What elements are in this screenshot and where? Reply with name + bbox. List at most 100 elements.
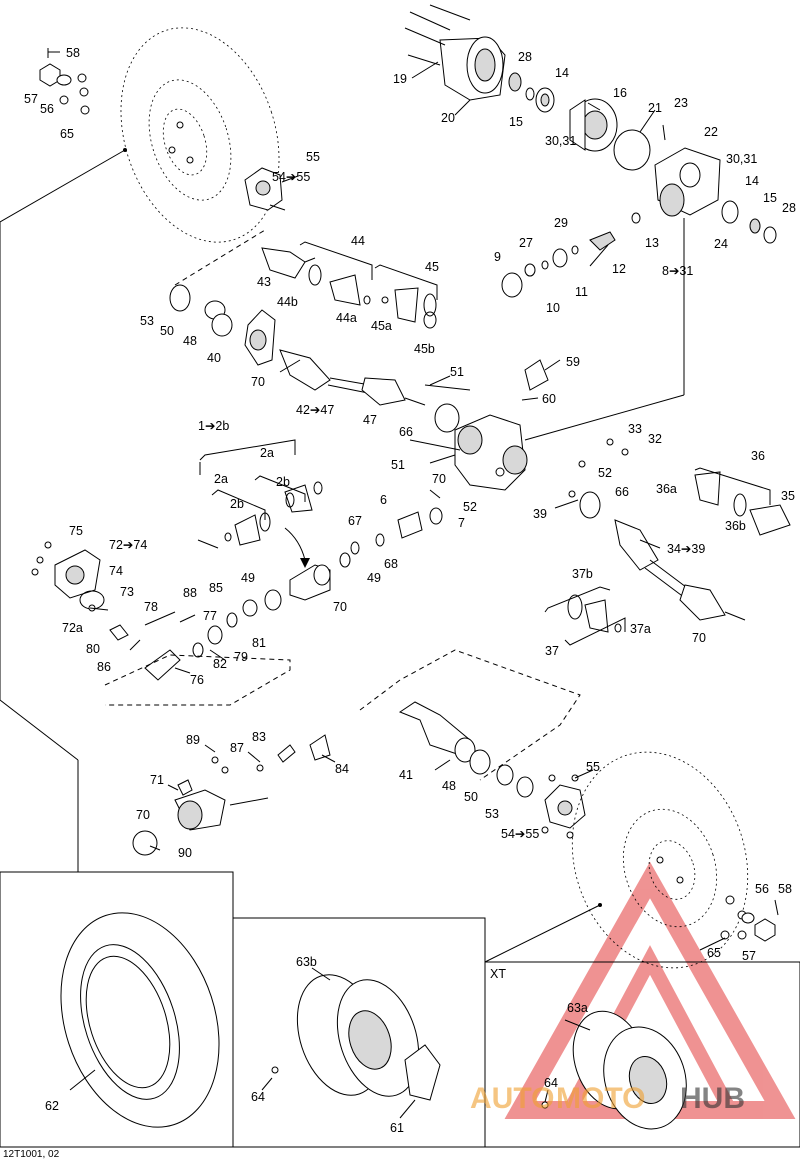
- callout-86: 86: [97, 660, 111, 674]
- rim-63b: [271, 974, 441, 1101]
- callout-30-31: 30,31: [726, 152, 757, 166]
- callout-13: 13: [645, 236, 659, 250]
- callout-72a: 72a: [62, 621, 83, 635]
- callout-14: 14: [555, 66, 569, 80]
- callout-47: 47: [363, 413, 377, 427]
- differential-housing-cover: [404, 4, 506, 101]
- callout-81: 81: [252, 636, 266, 650]
- callout-82: 82: [213, 657, 227, 671]
- callout-10: 10: [546, 301, 560, 315]
- callout-63a: 63a: [567, 1001, 588, 1015]
- callout-8-31: 8➔31: [662, 264, 693, 278]
- callout-54-55: 54➔55: [501, 827, 539, 841]
- callout-28: 28: [782, 201, 796, 215]
- callout-70: 70: [432, 472, 446, 486]
- callout-48: 48: [442, 779, 456, 793]
- callout-84: 84: [335, 762, 349, 776]
- callout-20: 20: [441, 111, 455, 125]
- callout-39: 39: [533, 507, 547, 521]
- callout-51: 51: [450, 365, 464, 379]
- callout-60: 60: [542, 392, 556, 406]
- callout-49: 49: [241, 571, 255, 585]
- callout-32: 32: [648, 432, 662, 446]
- callout-34-39: 34➔39: [667, 542, 705, 556]
- rear-boot-36: [694, 471, 791, 536]
- rear-boot-37: [567, 594, 622, 633]
- callout-66: 66: [615, 485, 629, 499]
- callout-14: 14: [745, 174, 759, 188]
- callout-50: 50: [160, 324, 174, 338]
- callout-30-31: 30,31: [545, 134, 576, 148]
- callout-88: 88: [183, 586, 197, 600]
- trailing-arm-41: [398, 701, 534, 798]
- callout-67: 67: [348, 514, 362, 528]
- callout-16: 16: [613, 86, 627, 100]
- callout-74: 74: [109, 564, 123, 578]
- callout-80: 80: [86, 642, 100, 656]
- callout-12: 12: [612, 262, 626, 276]
- drive-shaft-42: [279, 349, 426, 406]
- callout-7: 7: [458, 516, 465, 530]
- callout-76: 76: [190, 673, 204, 687]
- watermark-text: AUTO MOTO HUB: [470, 1082, 745, 1115]
- callout-52: 52: [463, 500, 477, 514]
- wheel-top-left: [120, 27, 280, 243]
- callout-45b: 45b: [414, 342, 435, 356]
- callout-37a: 37a: [630, 622, 651, 636]
- callout-42-47: 42➔47: [296, 403, 334, 417]
- callout-66: 66: [399, 425, 413, 439]
- callout-59: 59: [566, 355, 580, 369]
- callout-53: 53: [485, 807, 499, 821]
- callout-2b: 2b: [230, 497, 244, 511]
- callout-36: 36: [751, 449, 765, 463]
- callout-57: 57: [24, 92, 38, 106]
- callout-65: 65: [60, 127, 74, 141]
- callout-51: 51: [391, 458, 405, 472]
- callout-2b: 2b: [276, 475, 290, 489]
- callout-44a: 44a: [336, 311, 357, 325]
- callout-71: 71: [150, 773, 164, 787]
- inset-xt-box: [484, 961, 800, 1148]
- callout-43: 43: [257, 275, 271, 289]
- seal-66-rear: [579, 491, 601, 519]
- callout-45: 45: [425, 260, 439, 274]
- callout-65: 65: [707, 946, 721, 960]
- rear-axle-34: [614, 519, 746, 621]
- callout-56: 56: [40, 102, 54, 116]
- wheel-nut-hardware-left: [39, 48, 90, 115]
- callout-53: 53: [140, 314, 154, 328]
- callout-2a: 2a: [214, 472, 228, 486]
- callout-83: 83: [252, 730, 266, 744]
- callout-72-74: 72➔74: [109, 538, 147, 552]
- callout-64: 64: [251, 1090, 265, 1104]
- callout-64: 64: [544, 1076, 558, 1090]
- gear-cover-72: [31, 541, 105, 612]
- callout-52: 52: [598, 466, 612, 480]
- callout-44b: 44b: [277, 295, 298, 309]
- callout-78: 78: [144, 600, 158, 614]
- inset-label-xt: XT: [490, 967, 506, 981]
- callout-55: 55: [306, 150, 320, 164]
- pinion-gear-12: [501, 212, 641, 298]
- callout-35: 35: [781, 489, 795, 503]
- callout-70: 70: [251, 375, 265, 389]
- callout-61: 61: [390, 1121, 404, 1135]
- callout-75: 75: [69, 524, 83, 538]
- callout-85: 85: [209, 581, 223, 595]
- callout-89: 89: [186, 733, 200, 747]
- callout-1-2b: 1➔2b: [198, 419, 229, 433]
- callout-58: 58: [778, 882, 792, 896]
- callout-87: 87: [230, 741, 244, 755]
- o-ring-21: [613, 129, 651, 171]
- callout-22: 22: [704, 125, 718, 139]
- callout-62: 62: [45, 1099, 59, 1113]
- callout-56: 56: [755, 882, 769, 896]
- callout-48: 48: [183, 334, 197, 348]
- callout-19: 19: [393, 72, 407, 86]
- callout-33: 33: [628, 422, 642, 436]
- front-axle-boots: [261, 247, 437, 329]
- callout-41: 41: [399, 768, 413, 782]
- callout-58: 58: [66, 46, 80, 60]
- callout-21: 21: [648, 101, 662, 115]
